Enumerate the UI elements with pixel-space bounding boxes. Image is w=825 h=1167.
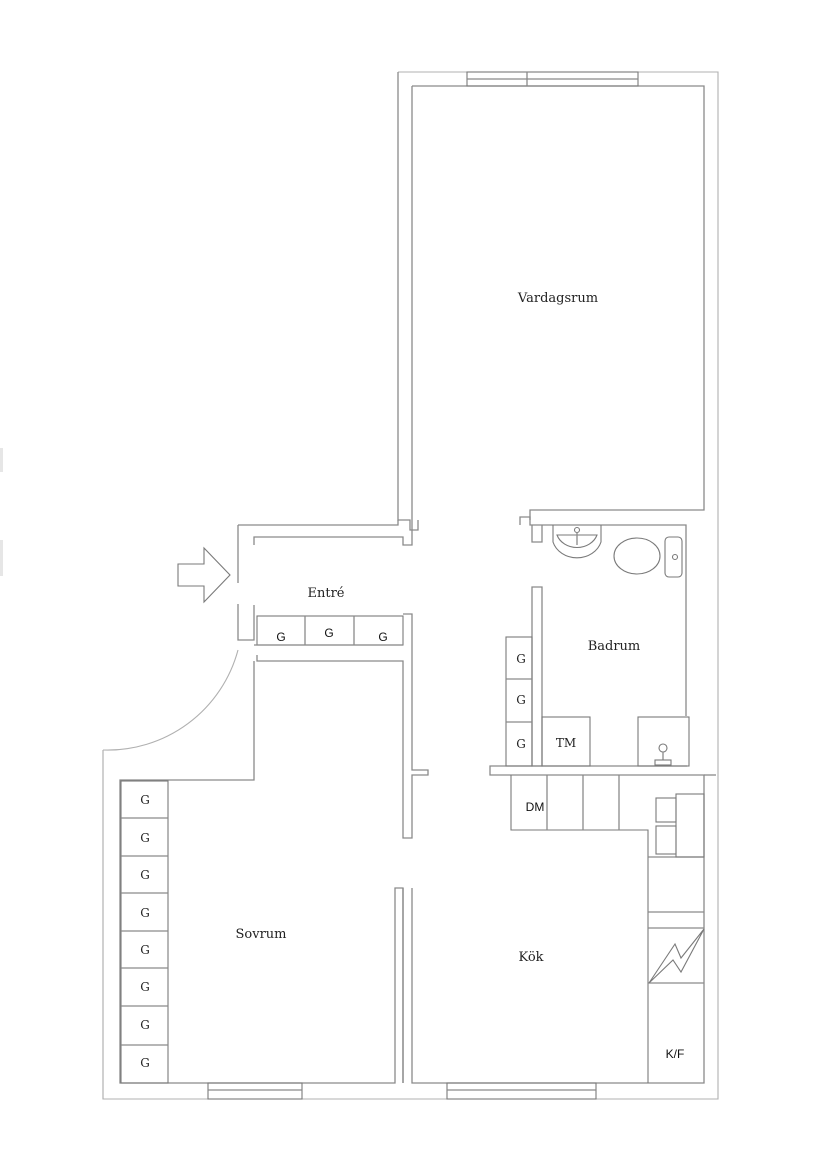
room-label-vardagsrum: Vardagsrum	[517, 291, 598, 306]
entrance-arrow-icon	[177, 546, 231, 604]
edge-mark	[0, 540, 3, 576]
room-label-sovrum: Sovrum	[236, 927, 287, 942]
closet-label: G	[516, 652, 526, 666]
room-label-entre: Entré	[308, 586, 345, 601]
kitchen-counters: DM K/F	[510, 775, 705, 1083]
sink-icon	[552, 525, 602, 559]
closet-label: G	[140, 868, 150, 882]
closet-label: G	[140, 1018, 150, 1032]
entrance-hall-walls	[237, 520, 429, 839]
closet-label: G	[276, 630, 285, 644]
closet-label: G	[140, 1056, 150, 1070]
room-label-kok: Kök	[518, 950, 543, 965]
closet-label: G	[516, 693, 526, 707]
outer-walls	[102, 71, 719, 1100]
bedroom-walls	[119, 661, 404, 1100]
fridge-freezer-label: K/F	[666, 1047, 685, 1061]
closet-label: G	[140, 831, 150, 845]
entry-closets: G G G	[276, 626, 387, 644]
window-top	[466, 71, 639, 87]
room-labels: Vardagsrum Entré Badrum Sovrum Kök	[236, 291, 641, 965]
edge-mark	[0, 448, 3, 472]
closet-label: G	[140, 793, 150, 807]
washing-machine-label: TM	[556, 736, 576, 750]
door-swing	[102, 649, 239, 751]
electric-symbol-icon	[648, 928, 705, 984]
bathroom-walls: G G G TM	[505, 516, 690, 767]
kitchen-walls	[411, 765, 716, 1100]
closet-label: G	[378, 630, 387, 644]
bedroom-closets: G G G G G G G G	[120, 780, 169, 1084]
closet-label: G	[140, 943, 150, 957]
closet-label: G	[516, 737, 526, 751]
dishwasher-label: DM	[526, 800, 545, 814]
room-label-badrum: Badrum	[588, 639, 641, 654]
closet-label: G	[324, 626, 333, 640]
closet-label: G	[140, 906, 150, 920]
closet-label: G	[140, 980, 150, 994]
toilet-icon	[613, 536, 683, 578]
shower-icon	[654, 743, 672, 766]
